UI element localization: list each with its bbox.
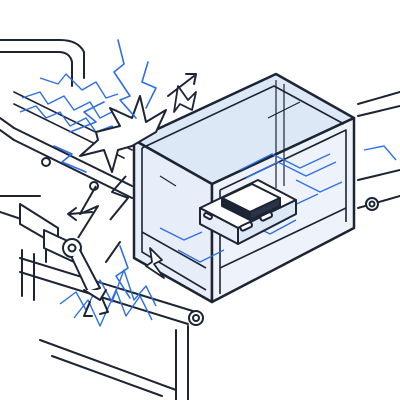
conveyor-belt-right xyxy=(357,91,400,211)
robotic-arm xyxy=(19,203,109,317)
belt-pattern-right xyxy=(363,145,397,161)
belt-pattern-front xyxy=(59,269,157,327)
spark-accents xyxy=(145,85,197,279)
circuit-board-device xyxy=(199,179,297,245)
interference-arrows xyxy=(67,73,197,263)
belt-pattern-back xyxy=(19,73,125,141)
electric-sparks xyxy=(77,95,167,239)
lightning-bolts-blue xyxy=(53,39,157,299)
conveyor-belt-back xyxy=(0,39,133,199)
